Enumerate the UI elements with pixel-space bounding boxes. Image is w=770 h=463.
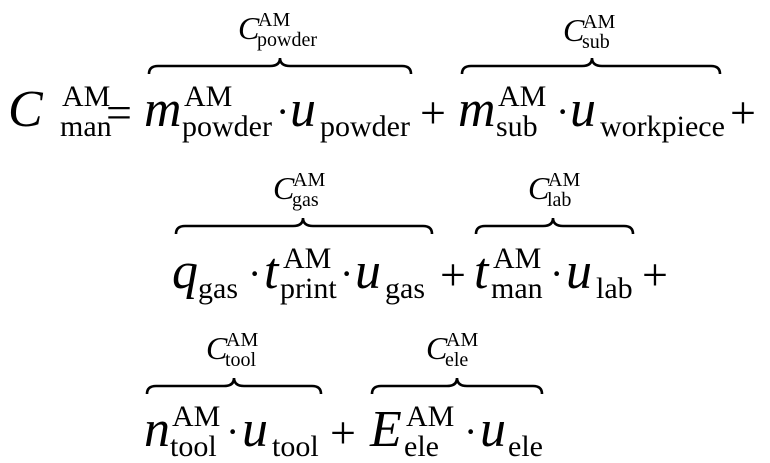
plus-sign: + bbox=[330, 407, 356, 458]
factor-u-gas: u bbox=[355, 243, 381, 300]
label-ele-symbol: C bbox=[426, 330, 448, 366]
cdot: · bbox=[464, 409, 478, 454]
factor-m-sub-sub: sub bbox=[496, 110, 538, 143]
factor-u-workpiece-sub: workpiece bbox=[600, 110, 725, 143]
factor-u-tool: u bbox=[242, 401, 268, 458]
equals-sign: = bbox=[106, 87, 132, 138]
cdot: · bbox=[340, 251, 354, 296]
label-ele-sub: ele bbox=[445, 349, 469, 371]
factor-t-man-sup: AM bbox=[493, 242, 542, 275]
factor-t-print: t bbox=[264, 243, 279, 300]
factor-q-gas: q bbox=[172, 243, 198, 300]
factor-n-tool: n bbox=[144, 401, 170, 458]
overbrace-ele bbox=[370, 377, 544, 395]
factor-E-ele-sup: AM bbox=[406, 400, 455, 433]
factor-m-sub: m bbox=[458, 81, 496, 138]
plus-sign: + bbox=[642, 249, 668, 300]
factor-u-tool-sub: tool bbox=[272, 430, 319, 463]
overbrace-gas bbox=[174, 217, 434, 235]
label-sub-sub: sub bbox=[582, 31, 610, 53]
factor-E-ele: E bbox=[370, 401, 402, 458]
label-sub-sup: AM bbox=[583, 11, 616, 33]
overbrace-lab bbox=[474, 217, 635, 235]
factor-u-gas-sub: gas bbox=[385, 272, 425, 305]
plus-sign: + bbox=[420, 87, 446, 138]
label-tool-sup: AM bbox=[226, 329, 259, 351]
overbrace-powder bbox=[147, 57, 413, 75]
factor-u-lab-sub: lab bbox=[596, 272, 633, 305]
label-lab-symbol: C bbox=[528, 170, 550, 206]
factor-m-powder: m bbox=[144, 81, 182, 138]
label-gas-sub: gas bbox=[292, 189, 319, 211]
overbrace-tool bbox=[145, 377, 323, 395]
factor-m-sub-sup: AM bbox=[498, 80, 547, 113]
factor-m-powder-sub: powder bbox=[182, 110, 272, 143]
lhs-sub: man bbox=[60, 110, 112, 143]
lhs-symbol: C bbox=[8, 81, 43, 138]
factor-u-ele-sub: ele bbox=[508, 430, 543, 463]
factor-t-man: t bbox=[474, 243, 489, 300]
label-tool-sub: tool bbox=[225, 349, 257, 371]
plus-sign: + bbox=[730, 87, 756, 138]
label-powder-symbol: C bbox=[238, 10, 260, 46]
label-sub-symbol: C bbox=[563, 12, 585, 48]
factor-u-ele: u bbox=[480, 401, 506, 458]
overbrace-sub bbox=[460, 57, 722, 75]
label-ele-sup: AM bbox=[446, 329, 479, 351]
plus-sign: + bbox=[440, 249, 466, 300]
cdot: · bbox=[248, 251, 262, 296]
factor-t-print-sub: print bbox=[280, 272, 337, 305]
cdot: · bbox=[556, 89, 570, 134]
factor-t-print-sup: AM bbox=[283, 242, 332, 275]
lhs-sup: AM bbox=[62, 80, 111, 113]
factor-u-lab: u bbox=[566, 243, 592, 300]
factor-u-workpiece: u bbox=[570, 81, 596, 138]
cdot: · bbox=[276, 89, 290, 134]
label-gas-sup: AM bbox=[293, 169, 326, 191]
factor-u-powder: u bbox=[290, 81, 316, 138]
label-powder-sub: powder bbox=[257, 29, 317, 51]
factor-q-gas-sub: gas bbox=[198, 272, 238, 305]
label-lab-sub: lab bbox=[547, 189, 572, 211]
factor-E-ele-sub: ele bbox=[404, 430, 439, 463]
factor-n-tool-sub: tool bbox=[170, 430, 217, 463]
factor-t-man-sub: man bbox=[491, 272, 543, 305]
label-gas-symbol: C bbox=[273, 170, 295, 206]
cdot: · bbox=[550, 251, 564, 296]
factor-n-tool-sup: AM bbox=[172, 400, 221, 433]
cdot: · bbox=[226, 409, 240, 454]
label-tool-symbol: C bbox=[206, 330, 228, 366]
factor-m-powder-sup: AM bbox=[184, 80, 233, 113]
label-lab-sup: AM bbox=[548, 169, 581, 191]
label-powder-sup: AM bbox=[258, 9, 291, 31]
factor-u-powder-sub: powder bbox=[320, 110, 410, 143]
